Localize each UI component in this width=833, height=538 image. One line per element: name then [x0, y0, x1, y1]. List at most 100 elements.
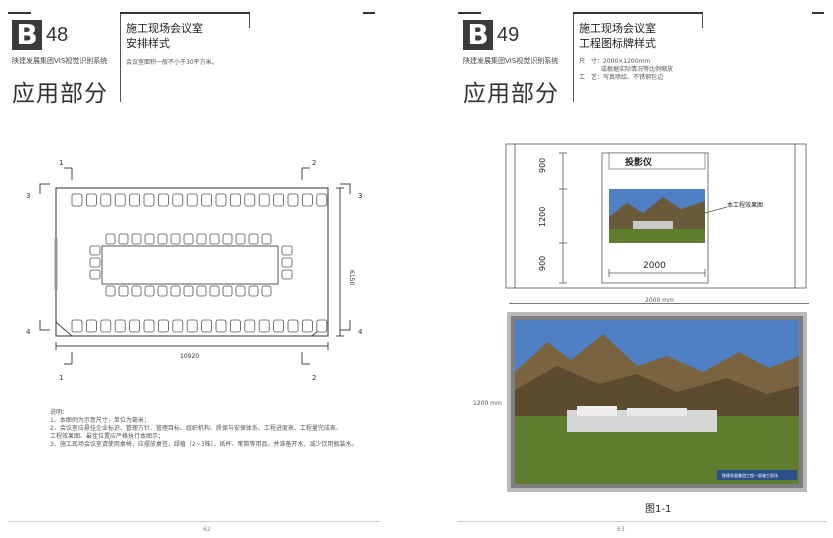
chair: [89, 245, 101, 256]
page-subtitle: 工程图标牌样式: [579, 37, 656, 50]
header-rule: [458, 12, 481, 14]
chair: [170, 285, 181, 297]
chair: [261, 233, 272, 245]
chair: [316, 193, 328, 207]
chair: [157, 319, 169, 333]
photo-strip-text: 陕建发展集团工程一部施工现场: [722, 472, 778, 478]
chair: [273, 193, 285, 207]
page-subtitle: 安排样式: [126, 37, 170, 50]
chair: [118, 285, 129, 297]
page-badge-number: 48: [46, 24, 69, 46]
width-dimension: 10920: [180, 353, 199, 360]
chair: [144, 285, 155, 297]
chair: [281, 257, 293, 268]
figure-caption: 图1-1: [645, 504, 672, 515]
dim-width: 2000: [643, 261, 666, 271]
projector-label: 投影仪: [625, 156, 653, 168]
footer-rule: [8, 521, 380, 522]
page-title: 施工现场会议室: [579, 22, 656, 35]
chair: [244, 193, 256, 207]
chair: [201, 193, 213, 207]
chair: [201, 319, 213, 333]
project-photo-panel: 陕建发展集团工程一部施工现场: [507, 312, 807, 492]
note-line: 1、本图例为示意尺寸，单位为毫米；: [50, 417, 150, 424]
chair: [105, 233, 116, 245]
photo-width-label: 2000 mm: [645, 297, 674, 304]
notes-heading: 说明：: [50, 409, 69, 416]
chair: [287, 319, 299, 333]
chair: [129, 319, 140, 333]
chair: [229, 319, 241, 333]
note-line: 3、施工现场会议室请使用桌椅，应摆放桌签，绿植（2~3株）、纸杯、笔筒等用品，并…: [50, 441, 358, 448]
chair: [129, 193, 140, 207]
note-line: 2、会议室应悬挂企业标识、管理方针、管理目标、组织机构、质保与安保体系、工程进度…: [50, 425, 342, 432]
chair: [261, 285, 272, 297]
chair: [183, 233, 194, 245]
marker-label: 1: [59, 159, 63, 167]
header-rule: [812, 12, 824, 14]
chair: [143, 319, 155, 333]
chair: [100, 193, 112, 207]
system-name: 陕建发展集团VIS视觉识别系统: [12, 57, 108, 65]
chair: [172, 319, 184, 333]
chair: [157, 193, 169, 207]
spec-size: 尺 寸：2000×1200mm: [579, 58, 651, 65]
chair: [186, 319, 198, 333]
chair: [131, 285, 142, 297]
marker-label: 3: [26, 192, 30, 200]
dim-mid: 1200: [538, 207, 547, 227]
chair: [143, 193, 155, 207]
chair: [229, 193, 241, 207]
chair: [222, 233, 233, 245]
marker-label: 4: [26, 328, 31, 336]
page-badge-letter: B: [12, 20, 42, 50]
chair: [89, 257, 101, 268]
chair: [186, 193, 198, 207]
meeting-room-floor-plan: 1 2 3 3 4 4 1 2 10920 6150: [26, 159, 363, 382]
chair: [281, 269, 293, 280]
header-rule: [363, 12, 375, 14]
chair: [196, 233, 207, 245]
chair: [196, 285, 207, 297]
chair: [114, 319, 126, 333]
marker-label: 1: [59, 374, 63, 382]
chair: [215, 319, 227, 333]
chair: [215, 193, 227, 207]
page-number: 63: [617, 526, 625, 533]
chair: [71, 193, 83, 207]
chair: [114, 193, 126, 207]
header-rule: [120, 12, 250, 14]
spec-craft: 工 艺：写真喷绘、不锈钢包边: [579, 74, 664, 81]
chair: [172, 193, 184, 207]
chair: [222, 285, 233, 297]
header-divider: [249, 14, 250, 28]
chair: [209, 285, 220, 297]
dim-bottom: 900: [538, 256, 547, 271]
header-divider: [702, 14, 703, 28]
photo-height-label: 1200 mm: [473, 400, 502, 407]
header-rule: [8, 12, 31, 14]
chair: [209, 233, 220, 245]
callout-label: 本工程效果图: [727, 201, 763, 209]
note-line: 工程效果图、最佳位置应严格执行本图示；: [50, 433, 165, 440]
chair: [89, 269, 101, 280]
chair: [105, 285, 116, 297]
spec-size-note: 或根据实际情况等比例缩放: [601, 66, 674, 73]
chair: [131, 233, 142, 245]
chair: [235, 285, 246, 297]
page-number: 62: [203, 526, 211, 533]
chair: [235, 233, 246, 245]
chair: [170, 233, 181, 245]
chair: [281, 245, 293, 256]
footer-rule: [457, 521, 827, 522]
dim-top: 900: [538, 158, 547, 173]
section-title: 应用部分: [12, 81, 108, 107]
header-rule: [573, 12, 703, 14]
wall-elevation-drawing: 投影仪 900 1200 900 2000 本工程效果图: [505, 143, 807, 289]
system-name: 陕建发展集团VIS视觉识别系统: [463, 57, 559, 65]
description: 会议室面积一般不小于30平方米。: [126, 59, 218, 66]
chair: [86, 193, 97, 207]
section-title: 应用部分: [463, 81, 559, 107]
header-divider: [573, 14, 574, 102]
chair: [316, 319, 328, 333]
